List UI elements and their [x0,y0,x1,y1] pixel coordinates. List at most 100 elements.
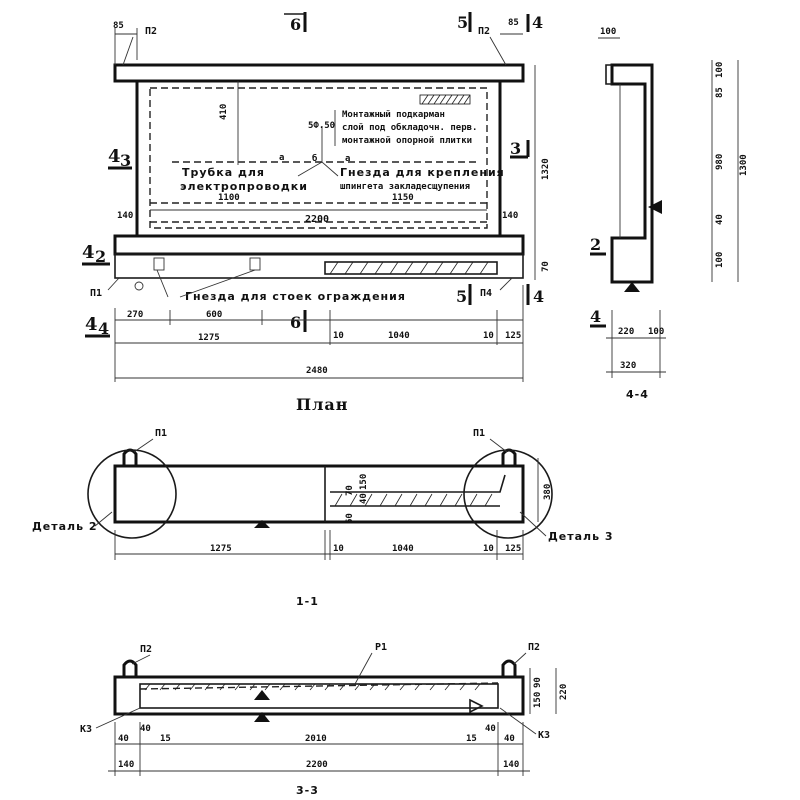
dim-1100: 1100 [218,193,240,203]
plan-front-curb [114,253,524,279]
leader [122,36,134,66]
leader [179,269,256,298]
mark-p2-right-section33: П2 [528,642,540,653]
section33-recess [139,683,499,709]
mark-sec4-bottom-r: 4 [533,287,545,306]
dim-320: 320 [620,361,636,371]
mark-p1-right-section11: П1 [473,428,485,439]
section11-loop-right [501,448,517,466]
dim-140-right: 140 [502,211,518,221]
dim-1150: 1150 [392,193,414,203]
plan-recess-hatch [329,261,489,275]
section33-hatch [144,683,481,691]
dim-140a-section33: 140 [118,760,134,770]
section11-recess-top [330,474,506,493]
leader [489,36,507,66]
dim-2480: 2480 [306,366,328,376]
mark-r1-section33: Р1 [375,642,387,653]
small-mark-a: а [279,153,284,163]
dim-1275: 1275 [198,333,220,343]
mark-k3-left: К3 [80,724,92,735]
dim-60-section11: 60 [345,513,355,524]
leader [513,652,527,665]
mark-sec2-left: 2 [95,247,107,266]
section33-loop-right [501,659,517,677]
mark-2-section44: 2 [590,235,602,254]
mark-p2-right: П2 [478,26,490,37]
dim-70-section11: 70 [345,485,355,496]
mark-4-section44: 4 [590,307,602,326]
dim-1040: 1040 [388,331,410,341]
dim-600: 600 [206,310,222,320]
dim-100r: 100 [648,327,664,337]
label-tube-1: Трубка для [182,166,265,179]
detail-3-label: Деталь 3 [548,530,614,543]
mark-k3-right: К3 [538,730,550,741]
dim-40d-section33: 40 [504,734,515,744]
label-mount-2: слой под обкладочн. перв. [342,122,477,133]
detail-2-circle [87,449,177,539]
plan-recess [324,261,498,275]
dim-90-section33: 90 [533,677,543,688]
leader [133,438,154,453]
section11-body [113,464,525,524]
dim-1300: 1300 [739,154,749,176]
dim-100a: 100 [715,62,725,78]
dim-270: 270 [127,310,143,320]
section33-support [254,712,270,722]
dim-125: 125 [505,331,521,341]
leader [156,269,169,298]
section44-arrow [648,200,662,214]
anchor-p1-left [134,281,144,291]
dim-5x50: 5Ф.50 [308,121,335,131]
dim-2010-section33: 2010 [305,734,327,744]
dim-40b-section33: 40 [140,724,151,734]
plan-bottom-ledge [113,234,525,256]
dim-85: 85 [715,87,725,98]
section44-top-lip [605,64,612,85]
mount-hatch-box [419,94,471,105]
dim-980: 980 [715,154,725,170]
mark-sec6-bottom: 6 [290,313,302,332]
plan-view: 85 П2 П2 85 4 6 5 4 3 3 4 2 П1 П4 Монтаж… [82,12,551,414]
label-mount-1: Монтажный подкарман [342,110,445,120]
mark-p1-left: П1 [90,288,102,299]
mark-sec3-left: 3 [120,151,132,170]
label-nest-2: шпингета закладесщупения [340,182,470,192]
mark-p2-left: П2 [145,26,157,37]
leader [107,277,120,291]
label-tube-2: электропроводки [180,180,308,193]
leader [94,511,113,527]
leader [489,438,508,453]
section-1-1: П1 П1 Деталь 2 Деталь 3 150 70 40 60 380… [32,428,614,608]
dim-140-left: 140 [117,211,133,221]
dim-100-top: 100 [600,27,616,37]
section33-loop-left [122,659,138,677]
leader [131,654,151,665]
small-mark-c: а [345,154,350,164]
mark-sec6-top: 6 [290,15,302,34]
dim-40c-section33: 40 [485,724,496,734]
dim-left-top: 85 [113,21,124,31]
dim-150-section11: 150 [359,474,369,490]
label-nest-1: Гнезда для крепления [340,166,505,179]
section-3-3: П2 П2 Р1 К3 К3 150 90 220 40 40 15 2010 … [80,642,569,797]
section33-arrow-up [254,690,270,700]
mark-sec5-top: 5 [457,13,469,32]
dim-10b: 10 [483,331,494,341]
mark-sec4-top: 4 [532,13,544,32]
dim-40-section11: 40 [359,493,369,504]
dim-right-top: 85 [508,18,519,28]
section33-k3-mark [469,698,484,714]
detail-2-label: Деталь 2 [32,520,98,533]
mark-sec4-bottom-sub: 4 [98,319,110,338]
dim-100b: 100 [715,252,725,268]
dim-1275-section11: 1275 [210,544,232,554]
section33-title: 3-3 [296,784,319,797]
mark-sec4-bottom: 4 [85,314,98,335]
dim-220-section33: 220 [559,684,569,700]
leader [95,707,141,729]
detail-3-circle [463,449,553,539]
leader [499,277,513,291]
